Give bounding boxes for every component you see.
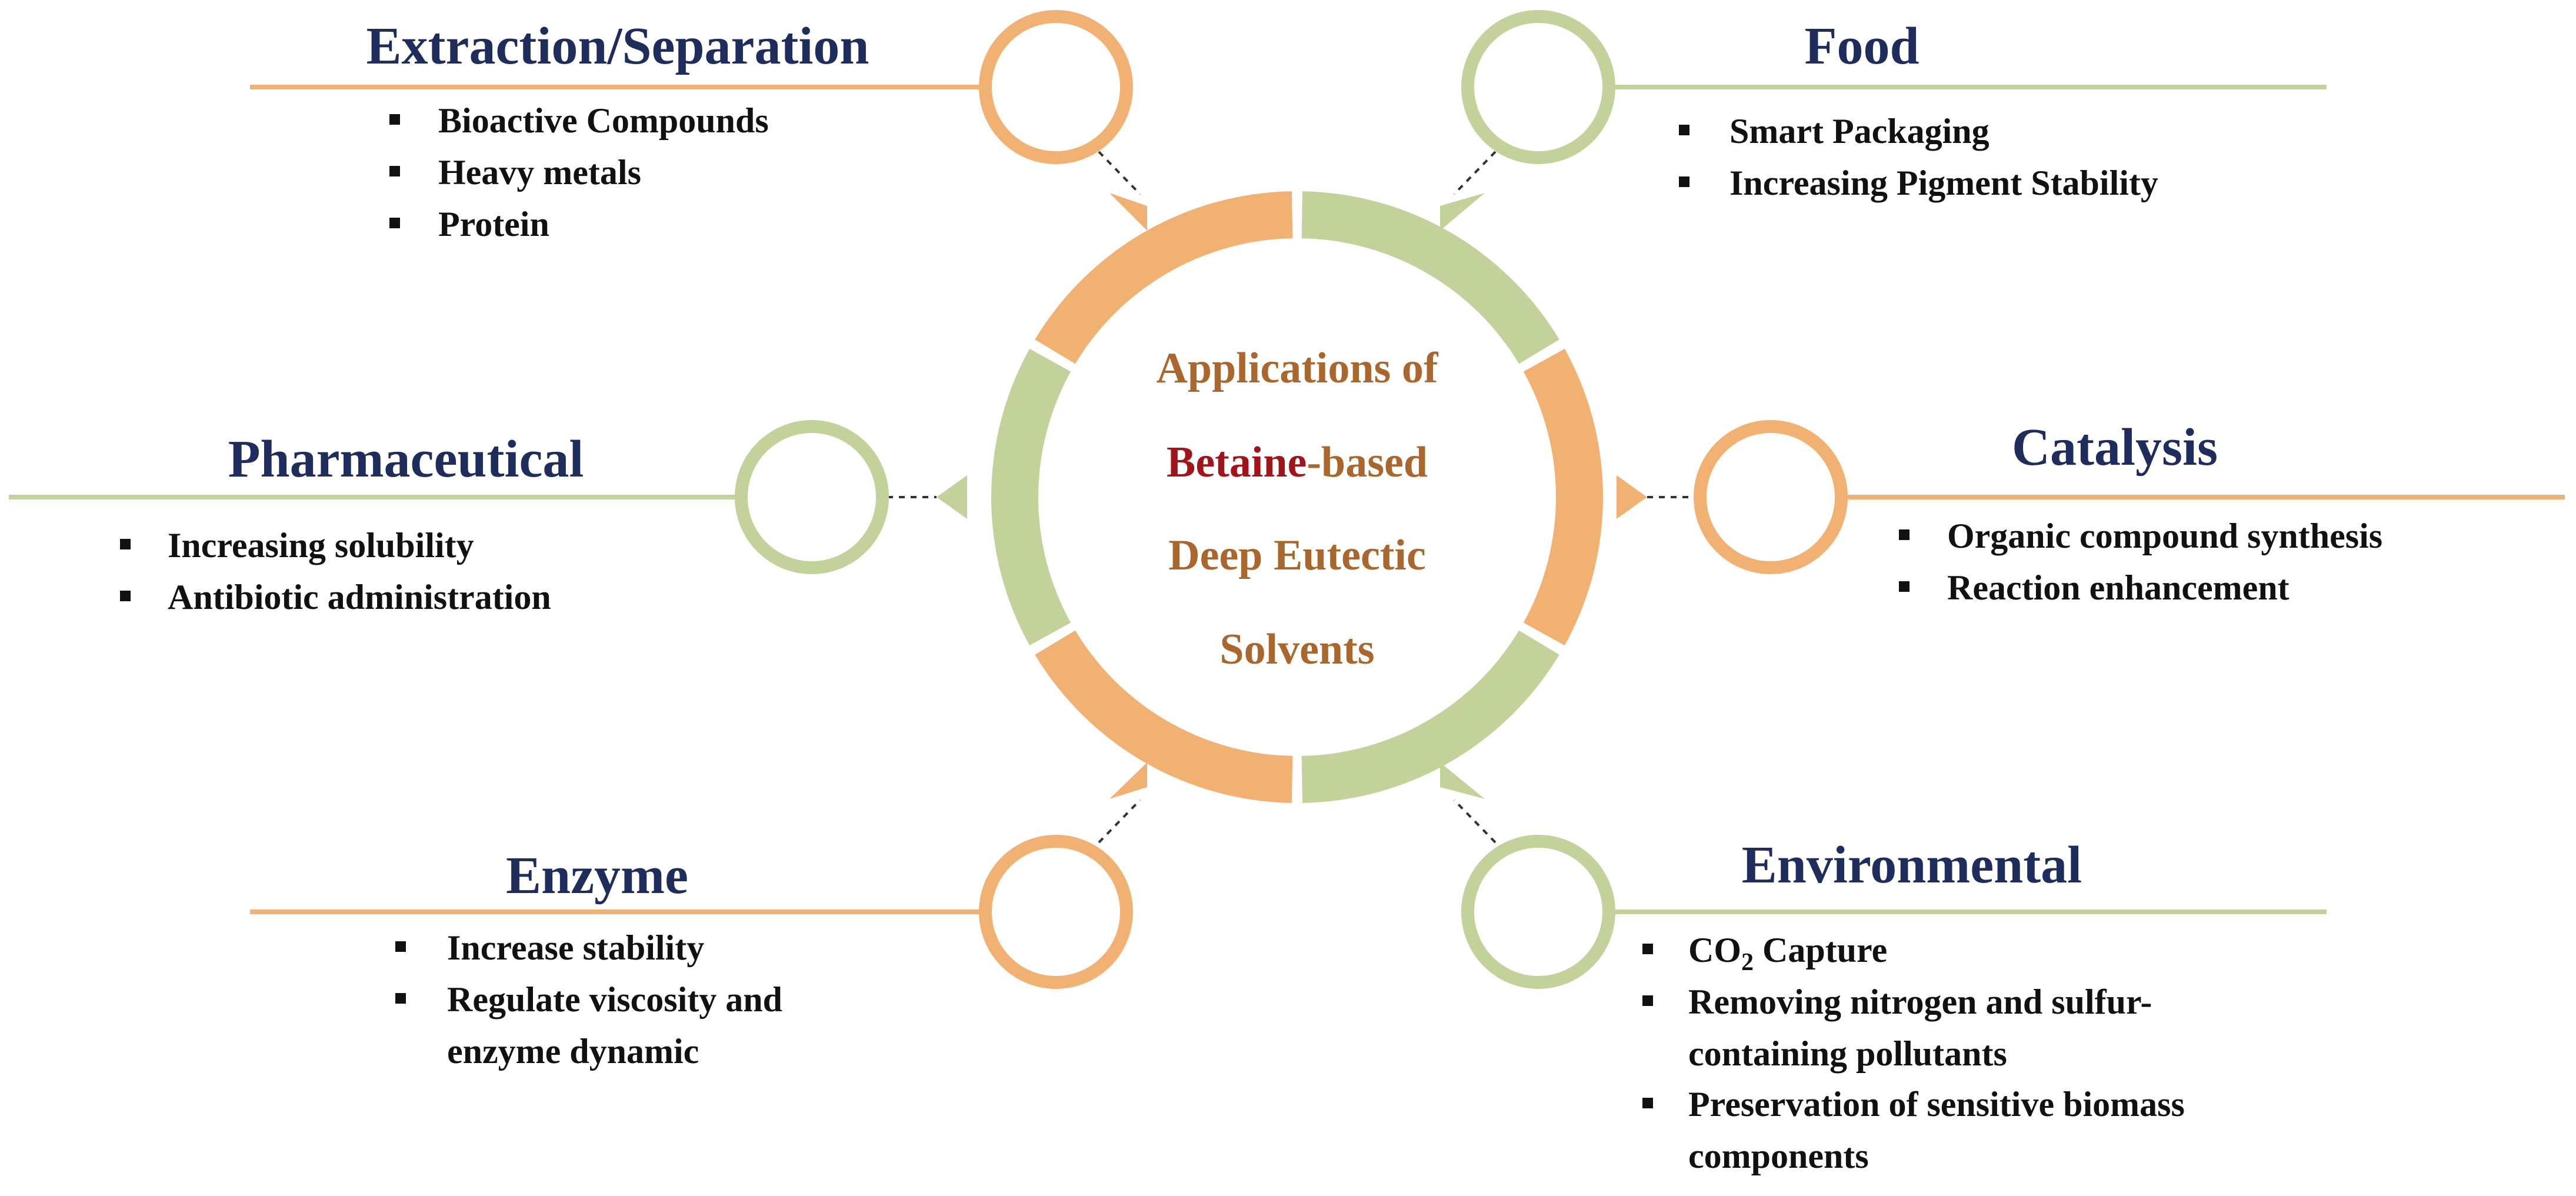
co2-suffix: Capture (1754, 931, 1887, 970)
circle-pharmaceutical (735, 420, 889, 574)
bullet-item-continuation: components (1688, 1137, 1869, 1175)
center-title-line-4: Solvents (1219, 625, 1374, 674)
bullet-marker (120, 539, 131, 549)
pointer-extraction (1109, 193, 1147, 231)
bullet-marker (389, 218, 400, 228)
ring-segment-pharmaceutical (991, 348, 1071, 646)
center-title-line-1: Applications of (1156, 344, 1438, 392)
center-ring (937, 191, 1647, 803)
section-extraction: Extraction/Separation Bioactive Compound… (366, 17, 869, 244)
bullet-marker (1899, 581, 1909, 592)
bullet-marker (1679, 176, 1689, 187)
circle-environmental (1461, 835, 1615, 989)
bullet-marker (395, 993, 406, 1004)
ring-segment-environmental (1301, 630, 1559, 803)
center-title: Applications of Betaine-based Deep Eutec… (1156, 344, 1438, 674)
section-title-extraction: Extraction/Separation (366, 17, 869, 75)
center-title-line-2-rest: -based (1307, 438, 1428, 487)
section-title-catalysis: Catalysis (2012, 418, 2218, 477)
section-title-food: Food (1804, 17, 1919, 75)
connector-food (1453, 151, 1497, 195)
section-environmental: Environmental CO2 Capture Removing nitro… (1642, 836, 2185, 1175)
section-enzyme: Enzyme Increase stability Regulate visco… (395, 847, 782, 1071)
bullet-item: Heavy metals (438, 153, 641, 192)
bullet-item: Regulate viscosity and (447, 980, 782, 1019)
center-title-highlight: Betaine (1167, 438, 1307, 487)
section-food: Food Smart Packaging Increasing Pigment … (1679, 17, 2158, 202)
circle-enzyme (979, 835, 1133, 989)
bullet-item: Increase stability (447, 928, 704, 967)
pointer-food (1440, 193, 1485, 231)
bullet-item: Removing nitrogen and sulfur- (1688, 982, 2152, 1021)
pointer-pharmaceutical (937, 475, 967, 519)
bullet-item-continuation: containing pollutants (1688, 1034, 2007, 1073)
pointer-enzyme (1109, 762, 1147, 799)
section-catalysis: Catalysis Organic compound synthesis Rea… (1899, 418, 2382, 607)
ring-segment-food (1301, 191, 1559, 364)
bullet-marker (389, 114, 400, 125)
bullet-item: Protein (438, 205, 549, 244)
co2-prefix: CO (1688, 931, 1741, 970)
section-title-enzyme: Enzyme (506, 847, 688, 905)
section-pharmaceutical: Pharmaceutical Increasing solubility Ant… (120, 430, 584, 617)
bullet-item-continuation: enzyme dynamic (447, 1032, 699, 1071)
pointer-environmental (1440, 762, 1485, 799)
ring-segment-extraction (1035, 191, 1293, 364)
co2-subscript: 2 (1741, 949, 1754, 976)
bullet-marker (1642, 995, 1653, 1006)
bullet-item: Smart Packaging (1729, 112, 1990, 151)
ring-segment-catalysis (1523, 348, 1603, 646)
bullet-item: Organic compound synthesis (1947, 517, 2382, 555)
bullet-item: Increasing Pigment Stability (1729, 164, 2158, 202)
bullet-marker (389, 166, 400, 176)
bullet-item-co2: CO2 Capture (1688, 931, 1887, 976)
bullet-marker (395, 941, 406, 952)
connector-environmental (1453, 799, 1497, 844)
bullet-item: Reaction enhancement (1947, 568, 2290, 607)
bullet-item: Preservation of sensitive biomass (1688, 1085, 2185, 1124)
bullet-marker (1642, 1098, 1653, 1108)
connector-enzyme (1098, 799, 1141, 844)
bullet-item: Bioactive Compounds (438, 101, 769, 140)
section-lines (9, 85, 2565, 914)
circle-food (1461, 10, 1615, 164)
connector-extraction (1098, 151, 1141, 195)
section-title-environmental: Environmental (1742, 836, 2082, 894)
ring-segment-enzyme (1035, 630, 1293, 803)
pointer-catalysis (1617, 475, 1647, 519)
connectors (887, 151, 1694, 844)
bullet-item: Antibiotic administration (168, 578, 551, 617)
bullet-marker (1642, 944, 1653, 954)
bullet-marker (1679, 125, 1689, 135)
section-title-pharmaceutical: Pharmaceutical (228, 430, 584, 488)
center-title-line-2: Betaine-based (1167, 438, 1428, 487)
bullet-marker (1899, 529, 1909, 540)
circle-catalysis (1694, 420, 1848, 574)
center-title-line-3: Deep Eutectic (1168, 531, 1426, 579)
bullet-marker (120, 591, 131, 601)
circle-extraction (979, 10, 1133, 164)
outer-circles (735, 10, 1848, 989)
bullet-item: Increasing solubility (168, 526, 474, 565)
